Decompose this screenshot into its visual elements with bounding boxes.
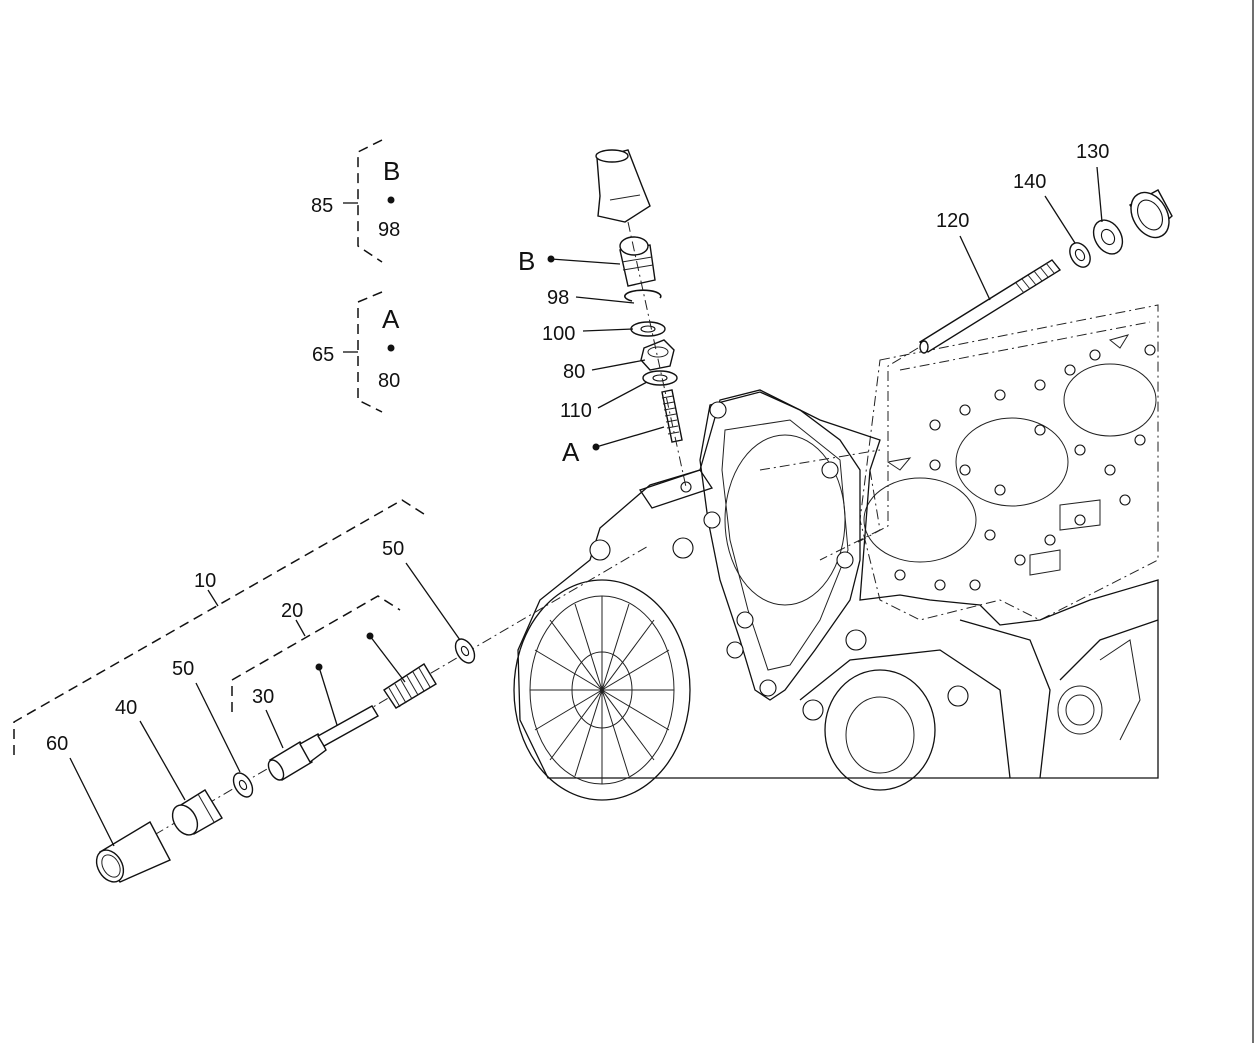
callout-98-kit: 98 bbox=[378, 219, 400, 241]
callout-100: 100 bbox=[542, 323, 575, 345]
ref-b-letter: B bbox=[518, 246, 535, 276]
part-30-plunger bbox=[267, 705, 379, 781]
valve-assembly-top bbox=[595, 149, 687, 488]
gasket-holes bbox=[894, 344, 1156, 591]
callout-50-right: 50 bbox=[382, 538, 404, 560]
callout-130: 130 bbox=[1076, 141, 1109, 163]
callout-65: 65 bbox=[312, 344, 334, 366]
callout-120: 120 bbox=[936, 210, 969, 232]
callout-10: 10 bbox=[194, 570, 216, 592]
rod-callouts: 120 140 130 bbox=[936, 141, 1109, 301]
callout-80: 80 bbox=[563, 361, 585, 383]
callout-30: 30 bbox=[252, 686, 274, 708]
callout-140: 140 bbox=[1013, 171, 1046, 193]
part-spring bbox=[383, 663, 437, 709]
kit-20-bracket: 20 bbox=[231, 595, 401, 712]
cover-ribs bbox=[530, 596, 674, 784]
kit-b-dot bbox=[387, 196, 395, 204]
top-callouts: B 98 100 80 110 A bbox=[518, 246, 665, 467]
kit-b-letter: B bbox=[383, 156, 400, 186]
part-40-plug bbox=[171, 789, 223, 836]
callout-98: 98 bbox=[547, 287, 569, 309]
part-60-cap bbox=[95, 821, 171, 883]
callout-40: 40 bbox=[115, 697, 137, 719]
kit-a-dot bbox=[387, 344, 395, 352]
ref-a-letter: A bbox=[562, 437, 580, 467]
engine-block bbox=[513, 304, 1159, 801]
kit-a-letter: A bbox=[382, 304, 400, 334]
callout-50-left: 50 bbox=[172, 658, 194, 680]
kit-65-bracket: 65 A 80 bbox=[312, 291, 400, 413]
callout-20: 20 bbox=[281, 600, 303, 622]
callout-80-kit: 80 bbox=[378, 370, 400, 392]
rod-assembly bbox=[857, 189, 1173, 543]
callout-85: 85 bbox=[311, 195, 333, 217]
left-callouts: 60 40 50 30 50 bbox=[46, 538, 461, 847]
callout-60: 60 bbox=[46, 733, 68, 755]
callout-110: 110 bbox=[560, 400, 592, 422]
kit-10-bracket: 10 bbox=[13, 499, 425, 755]
kit-85-bracket: 85 B 98 bbox=[311, 139, 400, 263]
